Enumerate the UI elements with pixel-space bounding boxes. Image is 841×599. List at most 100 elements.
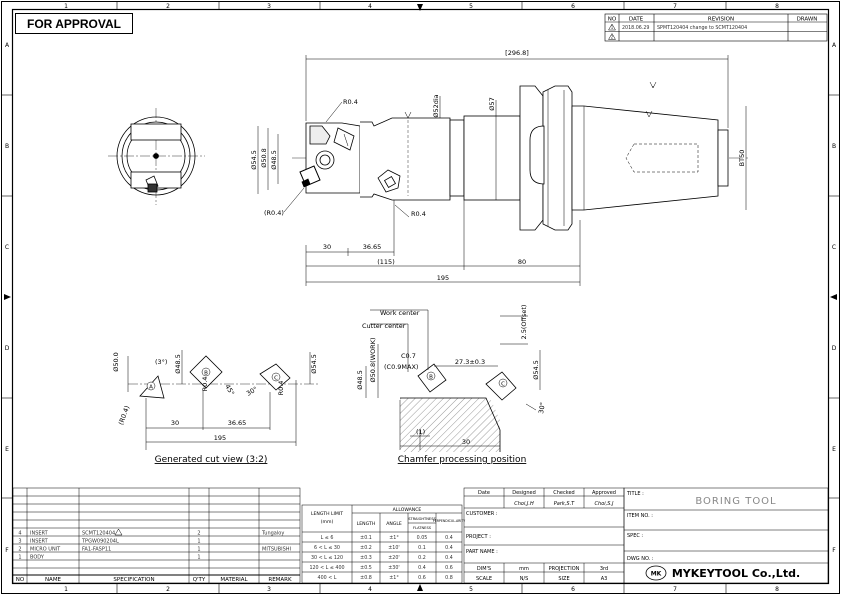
- chamfer-view-text: Work center Cutter center 2.5(Offset) C0…: [356, 305, 547, 465]
- insert-a-marker: [146, 381, 156, 391]
- zone-row-d-right: D: [832, 345, 837, 352]
- zone-col-8: 8: [775, 3, 779, 10]
- allow-r1-ang: ±1°: [389, 535, 398, 541]
- part-2-no: 2: [18, 547, 21, 553]
- allowance-table: LENGTH LIMIT (mm) ALLOWANCE LENGTH ANGLE…: [301, 504, 465, 584]
- zone-col-2-bottom: 2: [166, 586, 170, 593]
- zone-col-1: 1: [64, 3, 68, 10]
- scale-value: N/S: [520, 576, 529, 582]
- rev-row1-text: SPMT120404 change to SCMT120404: [657, 25, 747, 31]
- zone-row-e-right: E: [832, 446, 836, 453]
- allow-r3-range: 30 < L ≤ 120: [311, 555, 343, 561]
- customer-label: CUSTOMER :: [466, 511, 498, 517]
- chamfer-c07: C0.7: [401, 352, 416, 360]
- chamfer-c09: (C0.9MAX): [384, 363, 418, 371]
- part-3-name: INSERT: [30, 539, 49, 545]
- dwg-no-label: DWG NO. :: [627, 556, 654, 562]
- allow-r3-flat: 0.2: [418, 555, 426, 561]
- parts-header-spec: SPECIFICATION: [113, 577, 154, 583]
- part-3-qty: 1: [197, 539, 200, 545]
- allow-length-limit: LENGTH LIMIT: [311, 511, 343, 517]
- allow-r5-len: ±0.8: [360, 575, 372, 581]
- allow-r4-ang: ±30': [388, 565, 399, 571]
- allow-r1-len: ±0.1: [360, 535, 372, 541]
- chamfer-insert-c-label: C: [501, 382, 505, 388]
- revision-table: NO DATE REVISION DRAWN 1 2018.06.29 SPMT…: [604, 13, 828, 42]
- allow-r4-range: 120 < L ≤ 400: [309, 565, 344, 571]
- zone-col-7: 7: [673, 3, 677, 10]
- allow-header: ALLOWANCE: [393, 507, 422, 513]
- part-4-spec: SCMT120404: [82, 531, 115, 537]
- zone-row-c: C: [5, 244, 9, 251]
- approval-checked: Park,S.T: [554, 501, 575, 507]
- allow-r2-perp: 0.4: [445, 545, 453, 551]
- zone-row-c-right: C: [832, 244, 836, 251]
- allow-r3-len: ±0.3: [360, 555, 372, 561]
- part-name-label: PART NAME :: [466, 549, 498, 555]
- projection-label: PROJECTION: [549, 566, 580, 572]
- allow-r5-ang: ±1°: [389, 575, 398, 581]
- allow-r2-ang: ±10': [388, 545, 399, 551]
- dim-r04-left: (R0.4): [264, 209, 284, 217]
- size-label: SIZE: [558, 576, 569, 582]
- part-2-spec: FA1-FASP11: [82, 547, 111, 553]
- approval-designed-label: Designed: [512, 490, 536, 496]
- zone-col-3: 3: [267, 3, 271, 10]
- rev-triangle-icon: [608, 33, 616, 40]
- allow-angle: ANGLE: [386, 521, 402, 527]
- dim-d545: Ø54.5: [250, 150, 258, 170]
- rev-row2-no: 2: [611, 35, 614, 40]
- rev-triangle-icon: [608, 23, 616, 31]
- drawing-title: BORING TOOL: [695, 496, 776, 507]
- chamfer-l1: (1): [416, 428, 425, 436]
- approval-date-label: Date: [478, 490, 490, 496]
- allow-r1-perp: 0.4: [445, 535, 453, 541]
- zone-col-6: 6: [571, 3, 575, 10]
- main-dim-text: [296.8] R0.4 R0.4 (R0.4) 30 36.65 (115) …: [250, 49, 746, 282]
- zone-col-6-bottom: 6: [571, 586, 575, 593]
- cut-r04c: R0.4: [277, 381, 285, 396]
- title-label: TITLE :: [626, 491, 644, 497]
- cutter-center-label: Cutter center: [362, 322, 406, 330]
- dim-d57: Ø57: [488, 97, 496, 110]
- logo-text: MK: [651, 571, 662, 578]
- chamfer-d273: 27.3±0.3: [455, 358, 485, 366]
- zone-col-8-bottom: 8: [775, 586, 779, 593]
- work-center-label: Work center: [380, 309, 420, 317]
- dim-d508: Ø50.8: [260, 148, 268, 168]
- chamfer-view: [365, 309, 541, 452]
- allow-r5-perp: 0.8: [445, 575, 453, 581]
- part-4-qty: 2: [197, 531, 200, 537]
- parts-header-no: NO: [16, 577, 25, 583]
- dim-l3665: 36.65: [363, 243, 382, 251]
- part-4-remark: Tungaloy: [261, 531, 284, 537]
- insert-b-marker: [201, 367, 211, 377]
- company-logo-icon: MK: [645, 565, 667, 581]
- parts-header-remark: REMARK: [268, 577, 292, 583]
- dim-d52dia: Ø52dia: [432, 94, 440, 117]
- allow-straightness: STRAIGHTNESS: [408, 517, 436, 521]
- zone-col-2: 2: [166, 3, 170, 10]
- zone-col-3-bottom: 3: [267, 586, 271, 593]
- main-view: [292, 81, 748, 231]
- zone-col-5: 5: [469, 3, 473, 10]
- allow-r2-flat: 0.1: [418, 545, 426, 551]
- cut-l3665: 36.65: [228, 419, 247, 427]
- insert-c-marker: [271, 372, 281, 382]
- part-1-qty: 1: [197, 555, 200, 561]
- zone-col-4-bottom: 4: [368, 586, 372, 593]
- chamfer-ang30: 30°: [537, 402, 547, 415]
- allow-unit: (mm): [321, 519, 334, 525]
- allow-r4-perp: 0.6: [445, 565, 453, 571]
- cut-r04b: R0.4: [201, 377, 209, 392]
- parts-header-name: NAME: [45, 577, 62, 583]
- parts-header-material: MATERIAL: [220, 577, 248, 583]
- part-1-name: BODY: [30, 555, 45, 561]
- dim-overall: [296.8]: [505, 49, 529, 57]
- dim-r04-bottom: R0.4: [411, 210, 426, 218]
- approval-checked-label: Checked: [553, 490, 574, 496]
- dim-r04-top: R0.4: [343, 98, 358, 106]
- scale-label: SCALE: [476, 576, 492, 582]
- zone-row-d: D: [5, 345, 10, 352]
- zone-row-b: B: [5, 143, 9, 150]
